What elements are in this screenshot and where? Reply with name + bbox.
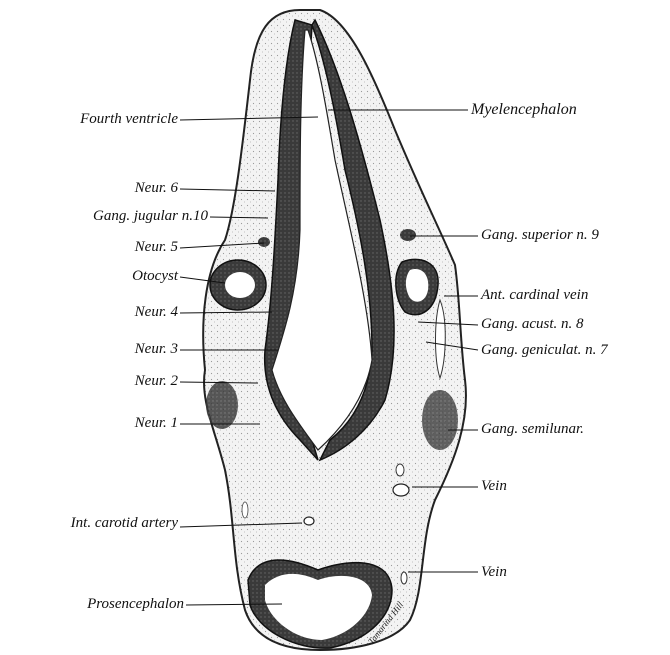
label-gang-geniculat: Gang. geniculat. n. 7 bbox=[481, 343, 608, 358]
int-carotid-artery bbox=[304, 517, 314, 525]
label-vein-upper: Vein bbox=[481, 479, 507, 494]
label-gang-acust: Gang. acust. n. 8 bbox=[481, 317, 584, 332]
label-prosencephalon: Prosencephalon bbox=[87, 597, 184, 612]
label-neur-4: Neur. 4 bbox=[135, 305, 178, 320]
label-neur-3: Neur. 3 bbox=[135, 342, 178, 357]
label-neur-2: Neur. 2 bbox=[135, 374, 178, 389]
vein-lower bbox=[401, 572, 407, 584]
label-gang-superior: Gang. superior n. 9 bbox=[481, 228, 599, 243]
label-vein-lower: Vein bbox=[481, 565, 507, 580]
vein-upper bbox=[393, 484, 409, 496]
label-neur-5: Neur. 5 bbox=[135, 240, 178, 255]
label-gang-semilunar: Gang. semilunar. bbox=[481, 422, 584, 437]
label-neur-1: Neur. 1 bbox=[135, 416, 178, 431]
label-int-carotid-artery: Int. carotid artery bbox=[71, 516, 178, 531]
label-gang-jugular: Gang. jugular n.10 bbox=[93, 209, 208, 224]
label-fourth-ventricle: Fourth ventricle bbox=[80, 112, 178, 127]
label-myelencephalon: Myelencephalon bbox=[471, 102, 577, 118]
gang-semilunar-right bbox=[422, 390, 458, 450]
label-neur-6: Neur. 6 bbox=[135, 181, 178, 196]
gang-semilunar-left bbox=[206, 381, 238, 429]
label-otocyst: Otocyst bbox=[132, 269, 178, 284]
label-ant-cardinal-vein: Ant. cardinal vein bbox=[481, 288, 588, 303]
